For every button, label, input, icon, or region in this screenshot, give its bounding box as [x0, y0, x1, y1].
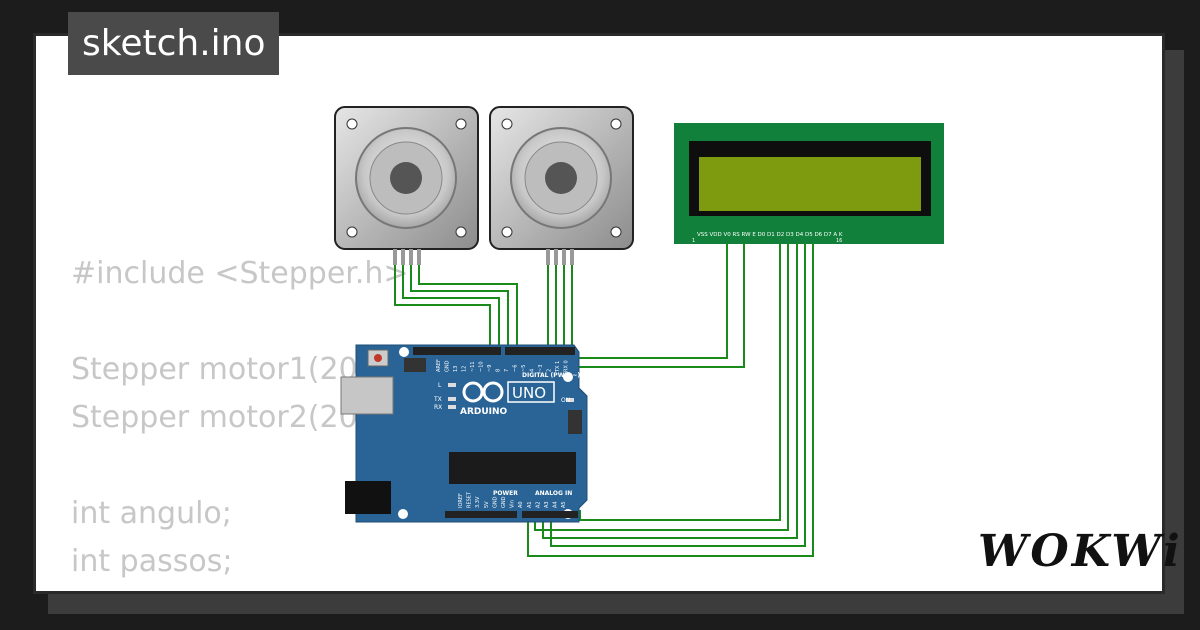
analog-header — [522, 511, 578, 518]
pin-label: 7 — [504, 369, 510, 372]
code-line: #include <Stepper.h> — [71, 256, 409, 291]
code-line: int angulo; — [71, 496, 232, 531]
pin-label: GND — [501, 496, 507, 508]
digital-header-right — [505, 347, 575, 355]
pin-label: ~11 — [470, 361, 476, 372]
code-line: int passos; — [71, 544, 233, 579]
digital-header-left — [413, 347, 501, 355]
pin-label: 2 — [547, 369, 553, 372]
on-label: ON — [561, 397, 570, 404]
atmega-chip — [449, 452, 576, 484]
pin-label: Vin — [510, 500, 516, 508]
pin-label: A2 — [535, 501, 541, 508]
pin-label: GND — [445, 360, 451, 372]
led-tx-label: TX — [433, 396, 442, 403]
wokwi-logo: WOKWi — [978, 526, 1183, 577]
lcd-pin-first: 1 — [692, 238, 695, 244]
pin-label: 12 — [462, 366, 468, 372]
reset-button-cap — [374, 354, 382, 362]
icsp-header — [404, 358, 426, 372]
pin-label: ~10 — [479, 361, 485, 372]
lcd-pin-labels: VSS VDD V0 RS RW E D0 D1 D2 D3 D4 D5 D6 … — [697, 232, 843, 238]
pin-label: 3.3V — [475, 496, 481, 508]
pin-label: IOREF — [458, 493, 464, 508]
lcd-pin-last: 16 — [836, 238, 842, 244]
power-header — [445, 511, 517, 518]
pin-label: ~5 — [521, 365, 527, 372]
power-label: POWER — [493, 490, 518, 497]
pin-label: ~3 — [538, 365, 544, 372]
pin-label: ~6 — [513, 365, 519, 372]
pin-label: A4 — [553, 501, 559, 508]
digital-label: DIGITAL (PWM ~) — [522, 372, 580, 379]
pin-label: A3 — [544, 501, 550, 508]
arduino-uno-board[interactable]: UNO ARDUINO DIGITAL (PWM ~) POWER ANALOG… — [340, 344, 588, 523]
pin-label: RESET — [467, 491, 473, 508]
led-rx-label: RX — [434, 404, 442, 411]
pin-label: GND — [492, 496, 498, 508]
stepper-motor-2[interactable] — [489, 106, 634, 265]
pin-label: 13 — [453, 366, 459, 372]
analog-label: ANALOG IN — [535, 490, 572, 497]
pin-label: A5 — [561, 501, 567, 508]
pin-label: ~9 — [487, 365, 493, 372]
board-logo-text: UNO — [512, 384, 546, 402]
pin-label: TX 1 — [555, 361, 561, 373]
usb-port — [340, 376, 394, 415]
board-brand: ARDUINO — [460, 407, 508, 417]
power-jack — [345, 481, 391, 514]
lcd-display[interactable]: VSS VDD V0 RS RW E D0 D1 D2 D3 D4 D5 D6 … — [674, 123, 944, 244]
sketch-title: sketch.ino — [68, 12, 280, 75]
pin-label: 8 — [496, 369, 502, 372]
pin-label: 4 — [530, 369, 536, 372]
icsp-header-2 — [568, 410, 582, 434]
led-l-label: L — [438, 382, 442, 389]
pin-label: 5V — [484, 501, 490, 508]
stepper-motor-1[interactable] — [334, 106, 479, 265]
pin-label: AREF — [436, 359, 442, 372]
pin-label: A0 — [518, 501, 524, 508]
arduino-infinity-icon — [462, 381, 504, 403]
pin-label: A1 — [527, 501, 533, 508]
pin-label: RX 0 — [564, 360, 570, 372]
